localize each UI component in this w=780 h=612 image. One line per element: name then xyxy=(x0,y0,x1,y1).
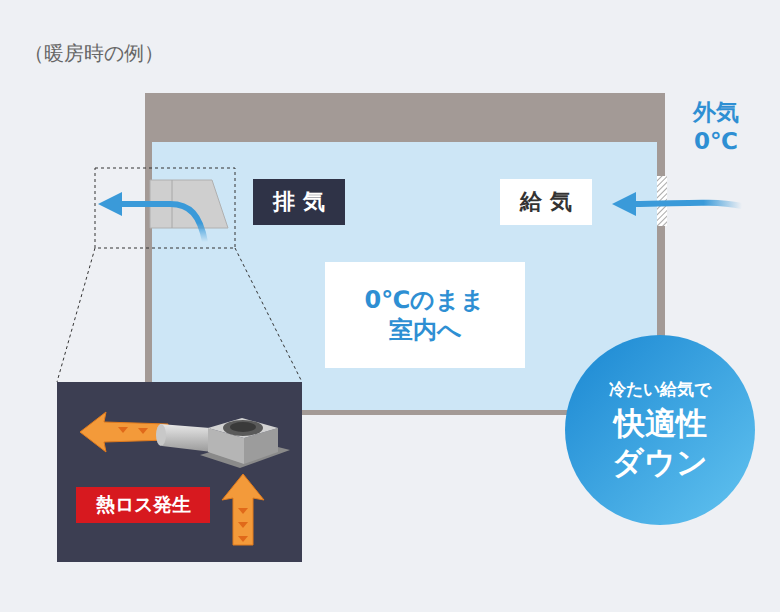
fan-box-top xyxy=(208,418,278,438)
exhaust-label-box: 排 気 xyxy=(253,179,345,225)
heat-arrow xyxy=(80,412,168,452)
inset-panel xyxy=(57,382,302,562)
arrow-head xyxy=(98,192,122,216)
zoom-line xyxy=(57,248,95,382)
room-wall xyxy=(145,93,665,415)
node-text: 快適性 ダウン xyxy=(605,404,715,482)
heat-mark xyxy=(118,427,128,433)
arrow-head xyxy=(612,192,636,216)
fan-wheel xyxy=(223,420,263,436)
duct xyxy=(160,424,212,452)
duct-end xyxy=(156,424,166,446)
node-text: 給 気 xyxy=(520,188,572,216)
node-text: 冷たい給気で xyxy=(575,379,745,400)
title: （暖房時の例） xyxy=(24,40,164,67)
node-text: 排 気 xyxy=(273,188,325,216)
exhaust-arrow xyxy=(120,204,205,242)
heat-mark xyxy=(138,428,148,434)
outside-air-label: 外気 0℃ xyxy=(676,98,756,156)
heat-mark xyxy=(238,522,248,528)
zoom-line xyxy=(235,248,302,382)
heat-mark xyxy=(238,508,248,514)
heat-mark xyxy=(238,536,248,542)
supply-arrow xyxy=(632,203,742,206)
heat-loss-box: 熱ロス発生 xyxy=(76,487,210,523)
supply-label-box: 給 気 xyxy=(500,179,592,225)
effect-circle: 冷たい給気で快適性 ダウン xyxy=(565,335,755,525)
fan-hub xyxy=(230,422,256,432)
node-text: 熱ロス発生 xyxy=(96,493,191,517)
node-text: 0℃のまま 室内へ xyxy=(350,285,500,345)
note-box: 0℃のまま 室内へ xyxy=(325,262,525,368)
zoom-frame xyxy=(95,168,235,248)
heat-arrow xyxy=(222,474,264,545)
room-interior xyxy=(152,142,657,410)
